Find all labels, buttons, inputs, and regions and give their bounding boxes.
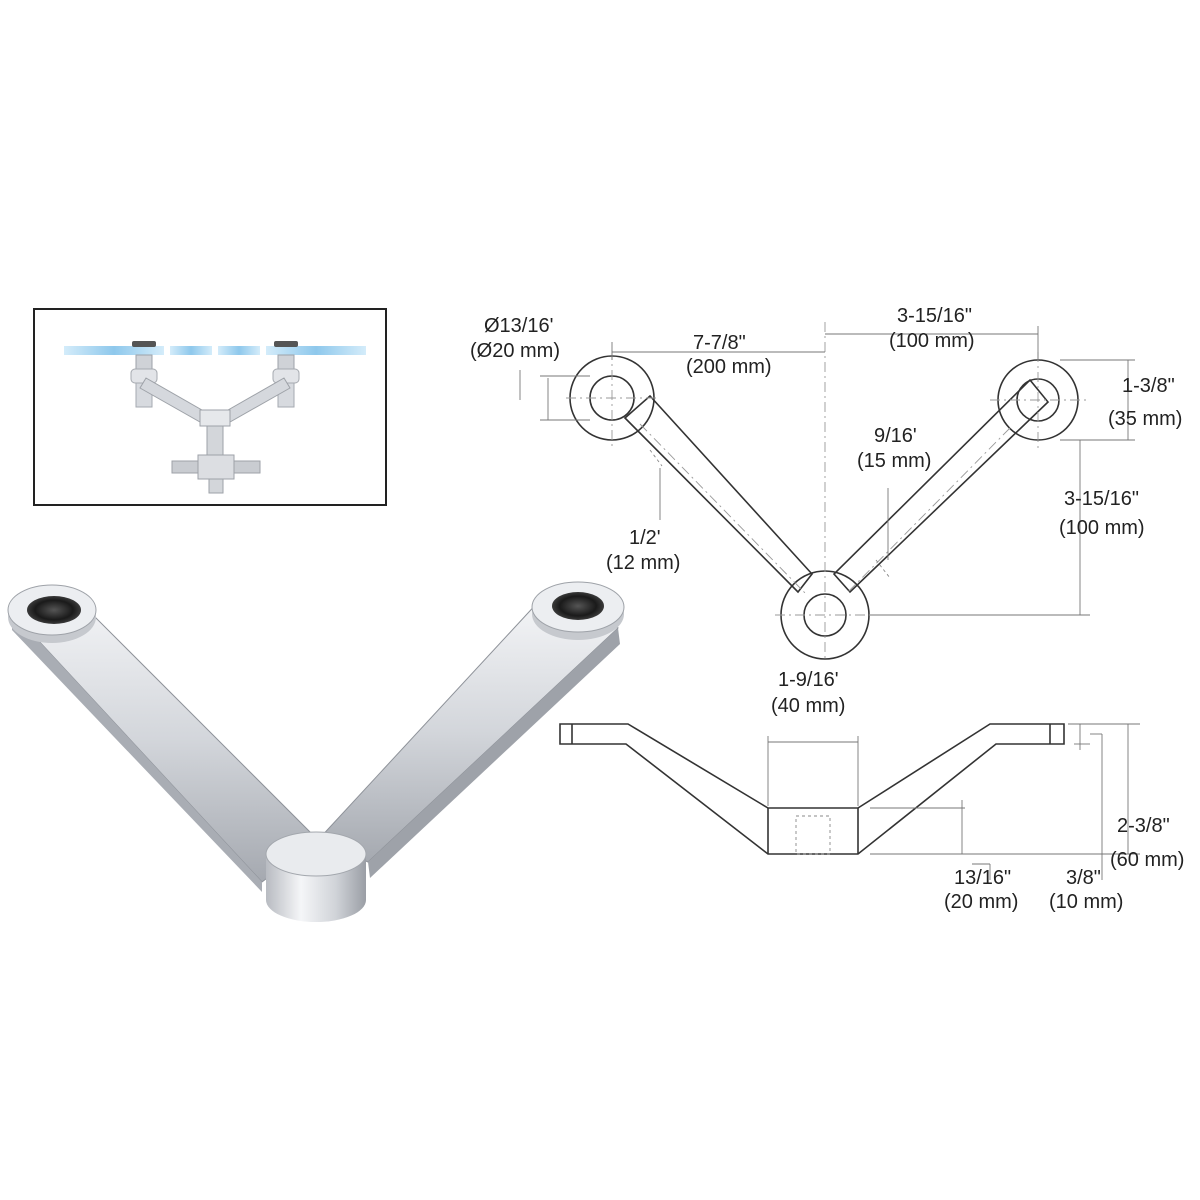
dim-overall-height-imperial: 2-3/8"	[1117, 815, 1170, 837]
dim-hub-height-imperial: 13/16"	[954, 867, 1011, 889]
render-hub-top	[265, 831, 367, 877]
fitting-right	[277, 354, 295, 370]
dim-hub-diameter-metric: (40 mm)	[771, 695, 845, 717]
glass-panel-right	[266, 346, 366, 355]
dim-arm-span-metric: (200 mm)	[686, 356, 772, 378]
dim-half-span-imperial: 3-15/16"	[897, 305, 972, 327]
render-hole-left	[27, 596, 81, 624]
mini-spider-hub	[199, 409, 231, 427]
side-profile	[559, 723, 1065, 855]
glass-panel-mid-right	[218, 346, 260, 355]
product-render	[7, 581, 625, 922]
dim-vertical-offset-metric: (100 mm)	[1059, 517, 1145, 539]
side-hub-hidden-thread	[795, 815, 831, 855]
dim-pad-width-metric: (35 mm)	[1108, 408, 1182, 430]
dim-arm-span-imperial: 7-7/8"	[693, 332, 746, 354]
render-hole-right	[552, 592, 604, 620]
centerline-arm-right	[845, 427, 1011, 595]
dim-arm-width-right-imperial: 9/16'	[874, 425, 917, 447]
dim-arm-width-right-metric: (15 mm)	[857, 450, 931, 472]
dimline-arm-width-right-dash	[875, 559, 891, 579]
dim-half-span-metric: (100 mm)	[889, 330, 975, 352]
glass-panel-mid-left	[170, 346, 212, 355]
render-arm-right-side	[368, 628, 620, 878]
top-arm-left	[623, 394, 814, 594]
side-view-drawing	[559, 723, 1140, 880]
glass-cap-left	[132, 341, 156, 347]
dim-pad-width-imperial: 1-3/8"	[1122, 375, 1175, 397]
fitting-left	[135, 354, 153, 370]
dim-hole-diameter-metric: (Ø20 mm)	[470, 340, 560, 362]
top-view-drawing	[519, 322, 1135, 660]
dim-pad-thickness-imperial: 3/8"	[1066, 867, 1101, 889]
dim-hub-diameter-imperial: 1-9/16'	[778, 669, 839, 691]
dim-vertical-offset-imperial: 3-15/16"	[1064, 488, 1139, 510]
installation-inset	[33, 308, 387, 506]
dim-overall-height-metric: (60 mm)	[1110, 849, 1184, 871]
mini-base-stem	[208, 478, 224, 494]
render-arm-left-side	[12, 612, 262, 892]
mini-base-hub	[197, 454, 235, 480]
dim-arm-width-left-metric: (12 mm)	[606, 552, 680, 574]
dim-hole-diameter-imperial: Ø13/16'	[484, 315, 553, 337]
dim-hub-height-metric: (20 mm)	[944, 891, 1018, 913]
glass-panel-left	[64, 346, 164, 355]
top-arm-right	[832, 378, 1050, 594]
glass-cap-right	[274, 341, 298, 347]
dimension-labels: Ø13/16' (Ø20 mm) 7-7/8" (200 mm) 3-15/16…	[470, 305, 1184, 913]
dim-pad-thickness-metric: (10 mm)	[1049, 891, 1123, 913]
dim-arm-width-left-imperial: 1/2'	[629, 527, 661, 549]
